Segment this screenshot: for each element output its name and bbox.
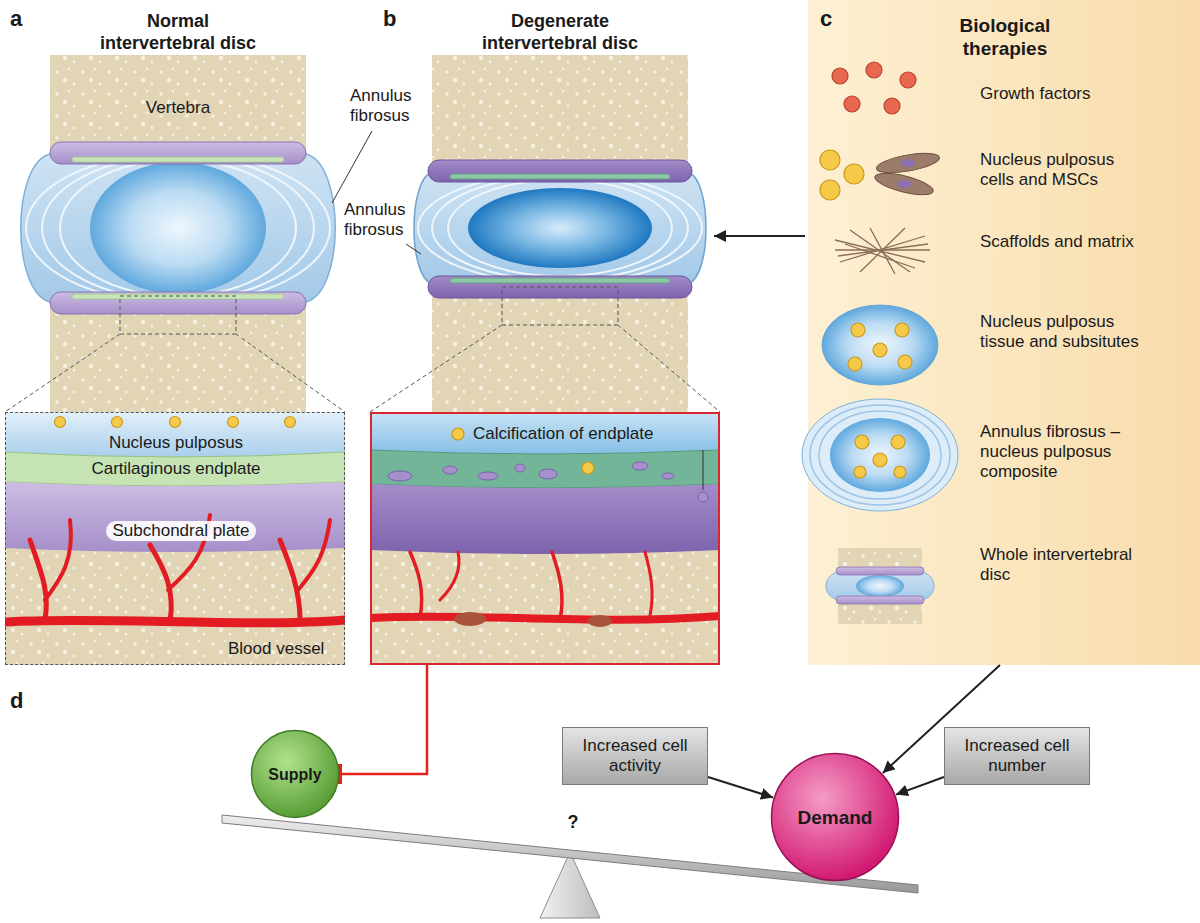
factor-box: Increased cell number bbox=[944, 727, 1090, 785]
panel-heading: Degenerate intervertebral disc bbox=[474, 10, 646, 54]
supply-circle: Supply bbox=[250, 729, 340, 819]
factor-box: Increased cell activity bbox=[562, 727, 708, 785]
connector bbox=[340, 665, 427, 774]
panel-ground bbox=[808, 0, 1200, 665]
demand-circle: Demand bbox=[770, 752, 900, 882]
layer-label: Nucleus pulposus bbox=[109, 433, 243, 453]
therapy-label: Annulus fibrosus –nucleus pulposus compo… bbox=[980, 422, 1148, 482]
degenerate-disc bbox=[370, 55, 805, 412]
part-label: Vertebra bbox=[146, 98, 210, 118]
zoom-inset: Calcification of endplate bbox=[370, 412, 720, 665]
layer-label: Blood vessel bbox=[228, 639, 324, 659]
box-label: Increased cell number bbox=[955, 736, 1079, 776]
therapy-label: Scaffolds and matrix bbox=[980, 232, 1134, 252]
panel-letter: d bbox=[10, 688, 23, 714]
circle-label: Demand bbox=[798, 806, 873, 829]
therapy-panel: c Biological therapiesGrowth factorsNucle… bbox=[808, 0, 1200, 665]
circle-label: Supply bbox=[268, 765, 321, 784]
therapy-label: Nucleus pulposus tissue and subsitutes bbox=[980, 312, 1148, 352]
normal-endplate-inset bbox=[5, 412, 345, 665]
panel-letter: a bbox=[10, 6, 22, 32]
connector bbox=[708, 777, 773, 797]
therapy-label: Whole intervertebral disc bbox=[980, 545, 1148, 585]
panel-heading: Normal intervertebral disc bbox=[92, 10, 264, 54]
part-label: Annulus fibrosus bbox=[350, 86, 424, 126]
box-label: Increased cell activity bbox=[573, 736, 697, 776]
part-label: Annulus fibrosus bbox=[344, 200, 412, 240]
layer-label: Subchondral plate bbox=[106, 521, 255, 541]
therapy-icons bbox=[802, 62, 958, 624]
layer-label: Cartilaginous endplate bbox=[91, 459, 260, 479]
callout-label: Calcification of endplate bbox=[473, 424, 654, 444]
panel-letter: c bbox=[820, 6, 832, 32]
panel-heading: Biological therapies bbox=[925, 14, 1085, 60]
degenerate-endplate-inset bbox=[370, 412, 720, 665]
therapy-label: Growth factors bbox=[980, 84, 1091, 104]
connector bbox=[896, 777, 944, 795]
panel-letter: b bbox=[383, 6, 396, 32]
normal-disc bbox=[5, 55, 372, 412]
zoom-inset: Nucleus pulposusCartilaginous endplateSu… bbox=[5, 412, 345, 665]
question-mark: ? bbox=[568, 811, 579, 833]
therapy-label: Nucleus pulposus cells and MSCs bbox=[980, 150, 1148, 190]
